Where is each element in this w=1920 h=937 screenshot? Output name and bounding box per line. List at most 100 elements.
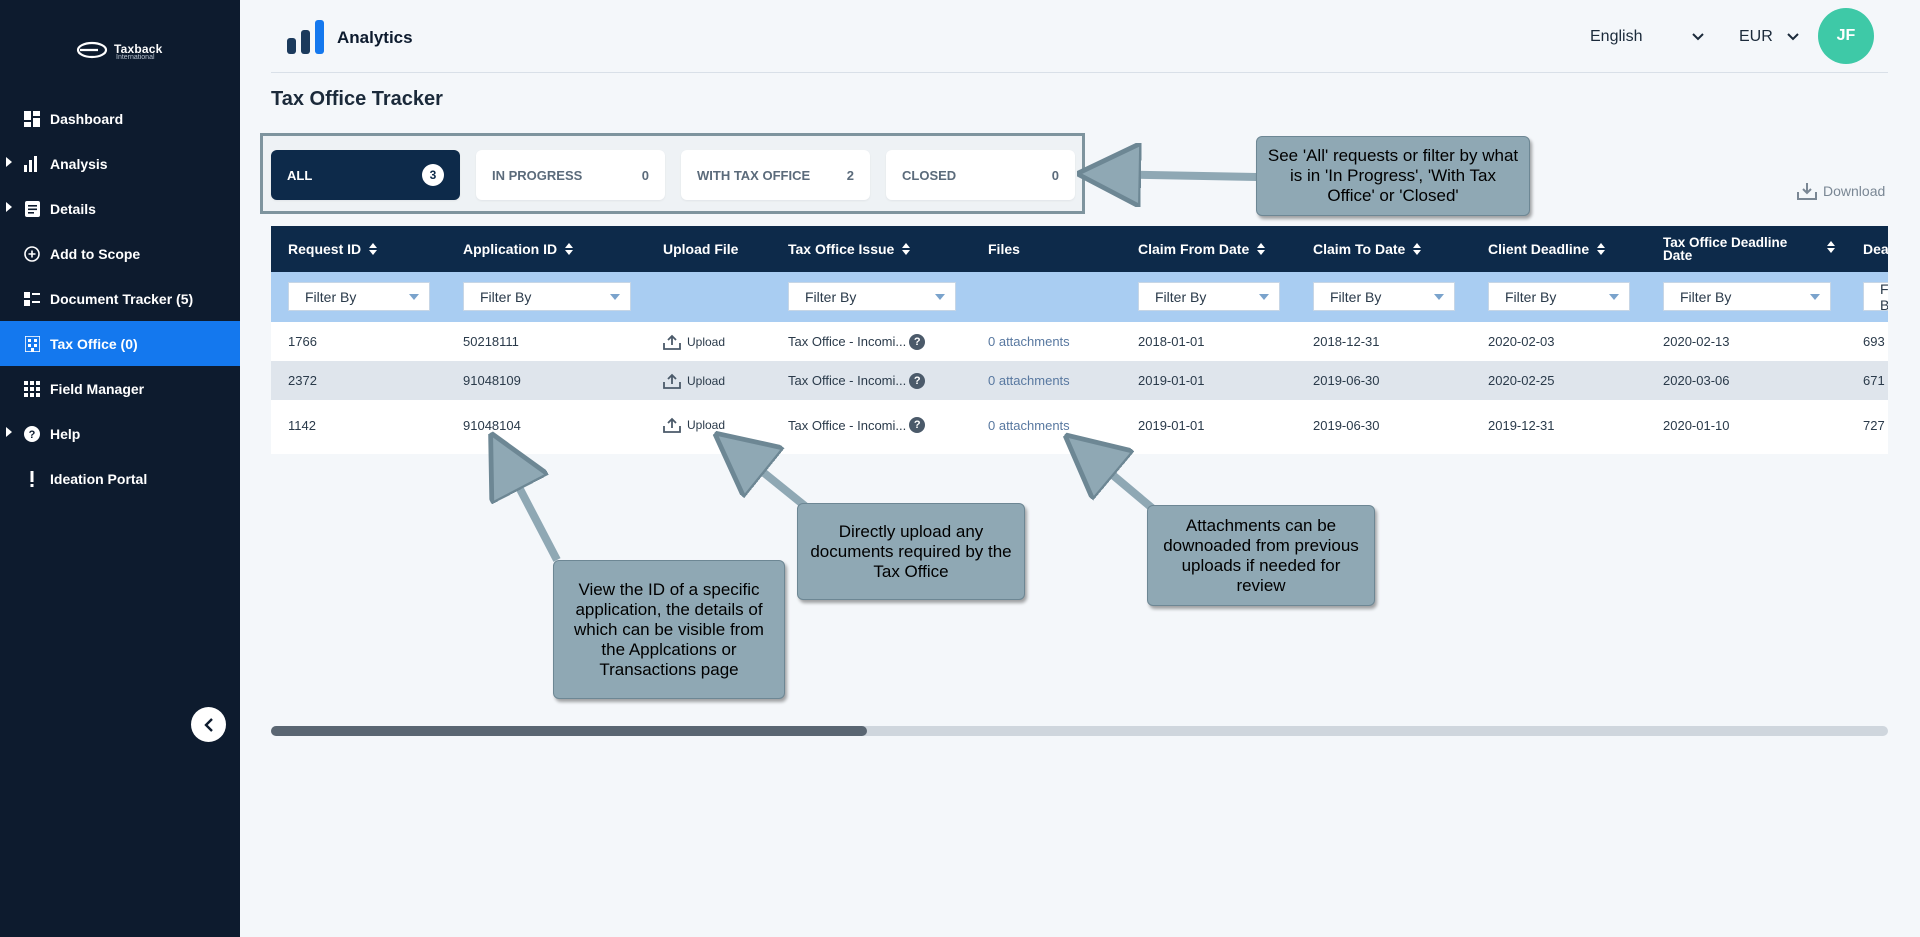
filter-tax-office-deadline[interactable]: Filter By xyxy=(1663,282,1831,311)
filter-request-id[interactable]: Filter By xyxy=(288,282,430,311)
sidebar-item-add-to-scope[interactable]: Add to Scope xyxy=(0,231,240,276)
cell-tax-office-issue: Tax Office - Incomi... ? xyxy=(788,400,926,450)
column-application-id[interactable]: Application ID xyxy=(463,226,574,272)
column-tax-office-deadline-date[interactable]: Tax Office Deadline Date xyxy=(1663,226,1813,272)
sidebar-item-dashboard[interactable]: Dashboard xyxy=(0,96,240,141)
sidebar-item-label: Analysis xyxy=(50,155,108,172)
column-client-deadline[interactable]: Client Deadline xyxy=(1488,226,1606,272)
sort-icon[interactable] xyxy=(1413,243,1422,255)
filter-label: Filter By xyxy=(1680,288,1732,305)
filter-application-id[interactable]: Filter By xyxy=(463,282,631,311)
tab-with-tax-office[interactable]: WITH TAX OFFICE 2 xyxy=(681,150,870,200)
filter-label: Filter By xyxy=(1330,288,1382,305)
tab-count: 0 xyxy=(641,167,649,183)
filter-dead[interactable]: Filter By xyxy=(1863,280,1888,313)
dropdown-arrow-icon xyxy=(1259,293,1269,300)
tab-closed[interactable]: CLOSED 0 xyxy=(886,150,1075,200)
column-request-id[interactable]: Request ID xyxy=(288,226,378,272)
sidebar-item-label: Field Manager xyxy=(50,380,145,397)
column-files: Files xyxy=(988,226,1020,272)
column-dead[interactable]: Dead xyxy=(1863,226,1888,272)
cell-tax-office-issue: Tax Office - Incomi... ? xyxy=(788,361,926,400)
filter-label: Filter By xyxy=(480,288,532,305)
avatar[interactable]: JF xyxy=(1818,8,1874,64)
logo-subtitle: International xyxy=(116,54,155,61)
filter-claim-to-date[interactable]: Filter By xyxy=(1313,282,1455,311)
attachments-link[interactable]: 0 attachments xyxy=(988,334,1070,349)
filter-client-deadline[interactable]: Filter By xyxy=(1488,282,1630,311)
table-row[interactable]: 1142 91048104 Upload Tax Office - Incomi… xyxy=(271,400,1888,450)
upload-button[interactable]: Upload xyxy=(663,400,725,450)
sidebar-item-tax-office[interactable]: Tax Office (0) xyxy=(0,321,240,366)
sidebar-item-ideation-portal[interactable]: Ideation Portal xyxy=(0,456,240,501)
sidebar-item-label: Ideation Portal xyxy=(50,470,148,487)
collapse-sidebar-button[interactable] xyxy=(191,707,226,742)
issue-text: Tax Office - Incomi... xyxy=(788,417,907,433)
column-label: Client Deadline xyxy=(1488,241,1590,257)
callout-filter: See 'All' requests or filter by what is … xyxy=(1256,136,1530,216)
sidebar-item-label: Details xyxy=(50,200,96,217)
sidebar-item-label: Add to Scope xyxy=(50,245,141,262)
column-label: Claim To Date xyxy=(1313,241,1406,257)
tab-label: CLOSED xyxy=(902,167,957,183)
dropdown-arrow-icon xyxy=(409,293,419,300)
upload-button[interactable]: Upload xyxy=(663,322,725,361)
sidebar-item-label: Tax Office (0) xyxy=(50,335,138,352)
document-icon xyxy=(23,200,41,218)
tab-all[interactable]: ALL 3 xyxy=(271,150,460,200)
download-button[interactable]: Download xyxy=(1797,182,1885,200)
upload-icon xyxy=(663,417,681,433)
upload-button[interactable]: Upload xyxy=(663,361,725,400)
upload-icon xyxy=(663,373,681,389)
chevron-down-icon xyxy=(1692,33,1704,41)
column-label: Request ID xyxy=(288,241,362,257)
sidebar-item-document-tracker[interactable]: Document Tracker (5) xyxy=(0,276,240,321)
cell-application-id: 50218111 xyxy=(463,334,519,349)
currency-select[interactable]: EUR xyxy=(1739,25,1799,49)
filter-tax-office-issue[interactable]: Filter By xyxy=(788,282,956,311)
cell-dead: 671 xyxy=(1863,373,1885,388)
table-row[interactable]: 2372 91048109 Upload Tax Office - Incomi… xyxy=(271,361,1888,400)
dropdown-arrow-icon xyxy=(935,293,945,300)
table-header: Request ID Application ID Upload File Ta… xyxy=(271,226,1888,272)
taxback-logo[interactable]: Taxback International xyxy=(76,38,172,64)
column-tax-office-issue[interactable]: Tax Office Issue xyxy=(788,226,911,272)
cell-application-id: 91048109 xyxy=(463,373,521,388)
question-icon[interactable]: ? xyxy=(909,333,926,350)
column-label: Dead xyxy=(1863,241,1888,257)
sort-icon[interactable] xyxy=(369,243,378,255)
sort-icon[interactable] xyxy=(1257,243,1266,255)
cell-request-id: 2372 xyxy=(288,373,317,388)
column-claim-to-date[interactable]: Claim To Date xyxy=(1313,226,1422,272)
sidebar-item-analysis[interactable]: Analysis xyxy=(0,141,240,186)
cell-claim-to-date: 2019-06-30 xyxy=(1313,417,1380,433)
arrow-attachments xyxy=(1077,445,1155,512)
sidebar-item-field-manager[interactable]: Field Manager xyxy=(0,366,240,411)
sort-icon[interactable] xyxy=(902,243,911,255)
filter-row: Filter By Filter By Filter By Filter By … xyxy=(271,272,1888,322)
attachments-link[interactable]: 0 attachments xyxy=(988,417,1070,433)
sidebar-item-help[interactable]: ? Help xyxy=(0,411,240,456)
horizontal-scrollbar[interactable] xyxy=(271,726,1888,736)
callout-attachments: Attachments can be downoaded from previo… xyxy=(1147,505,1375,606)
column-claim-from-date[interactable]: Claim From Date xyxy=(1138,226,1266,272)
language-select[interactable]: English xyxy=(1590,25,1704,49)
sort-icon[interactable] xyxy=(1827,241,1835,253)
sidebar-item-details[interactable]: Details xyxy=(0,186,240,231)
sidebar-item-label: Dashboard xyxy=(50,110,124,127)
sort-icon[interactable] xyxy=(565,243,574,255)
table-row[interactable]: 1766 50218111 Upload Tax Office - Incomi… xyxy=(271,322,1888,361)
scrollbar-thumb[interactable] xyxy=(271,726,867,736)
cell-client-deadline: 2020-02-25 xyxy=(1488,373,1555,388)
attachments-link[interactable]: 0 attachments xyxy=(988,373,1070,388)
question-icon[interactable]: ? xyxy=(909,372,926,389)
filter-label: Filter By xyxy=(805,288,857,305)
question-icon[interactable]: ? xyxy=(909,417,926,433)
tab-count: 3 xyxy=(422,164,444,186)
sort-icon[interactable] xyxy=(1597,243,1606,255)
cell-dead: 693 xyxy=(1863,334,1885,349)
tab-in-progress[interactable]: IN PROGRESS 0 xyxy=(476,150,665,200)
filter-label: Filter By xyxy=(1880,280,1888,313)
filter-claim-from-date[interactable]: Filter By xyxy=(1138,282,1280,311)
callout-application-id: View the ID of a specific application, t… xyxy=(553,560,785,699)
